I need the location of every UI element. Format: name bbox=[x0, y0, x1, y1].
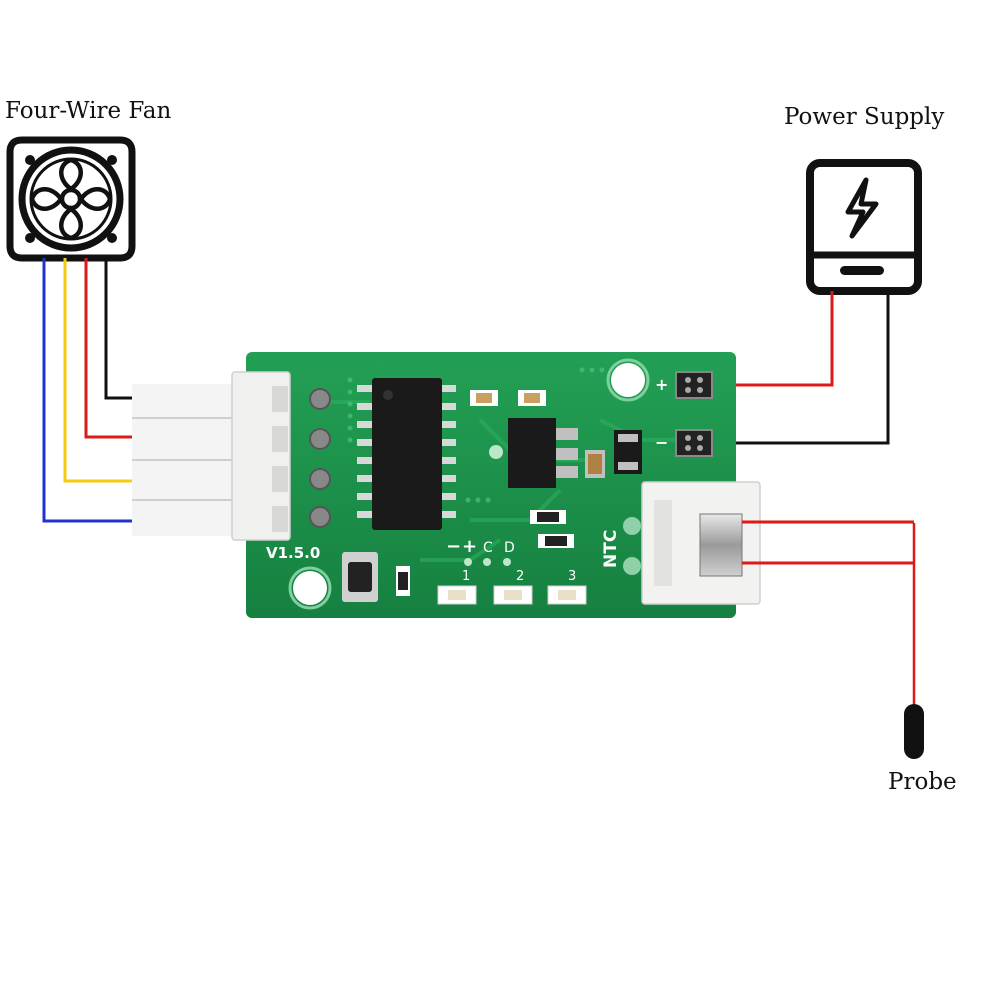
reset-button bbox=[342, 552, 378, 602]
probe-wires bbox=[742, 520, 914, 565]
led-1-marking: 1 bbox=[462, 569, 470, 584]
power-plus-marking: + bbox=[655, 375, 668, 394]
power-supply-label: Power Supply bbox=[784, 104, 944, 130]
power-wires bbox=[708, 291, 890, 445]
lightning-bolt-icon bbox=[845, 177, 879, 239]
led-2-marking: 2 bbox=[516, 569, 524, 584]
fan-wires bbox=[42, 258, 136, 523]
board-version-marking: V1.5.0 bbox=[266, 544, 320, 562]
temperature-probe-icon bbox=[904, 523, 924, 759]
fan-cable-bundle bbox=[132, 384, 242, 536]
wire-yellow bbox=[63, 258, 136, 483]
pin-d-marking: D bbox=[504, 540, 515, 556]
wire-black bbox=[104, 258, 136, 400]
led-indicators bbox=[437, 585, 587, 605]
pin-minus-marking: − bbox=[446, 536, 461, 557]
ntc-marking: NTC bbox=[601, 530, 621, 568]
power-minus-marking: − bbox=[655, 433, 668, 452]
fan-label: Four-Wire Fan bbox=[5, 98, 171, 124]
fan-icon bbox=[6, 136, 136, 262]
led-3-marking: 3 bbox=[568, 569, 576, 584]
power-supply-icon bbox=[806, 159, 922, 295]
controller-board: + − NTC − + C D V1.5.0 bbox=[231, 352, 761, 618]
microcontroller-chip bbox=[357, 378, 456, 530]
ntc-connector bbox=[641, 481, 761, 605]
wire-red bbox=[84, 258, 136, 439]
smd-capacitor bbox=[470, 390, 546, 406]
wire-power-positive bbox=[708, 291, 834, 387]
power-input-pads bbox=[675, 371, 713, 457]
wire-power-negative bbox=[708, 291, 890, 445]
fan-header-connector bbox=[231, 371, 331, 541]
wire-blue bbox=[42, 258, 136, 523]
pin-plus-marking: + bbox=[462, 536, 477, 557]
probe-label: Probe bbox=[888, 769, 957, 795]
pin-c-marking: C bbox=[483, 540, 493, 556]
voltage-regulator bbox=[489, 418, 578, 488]
